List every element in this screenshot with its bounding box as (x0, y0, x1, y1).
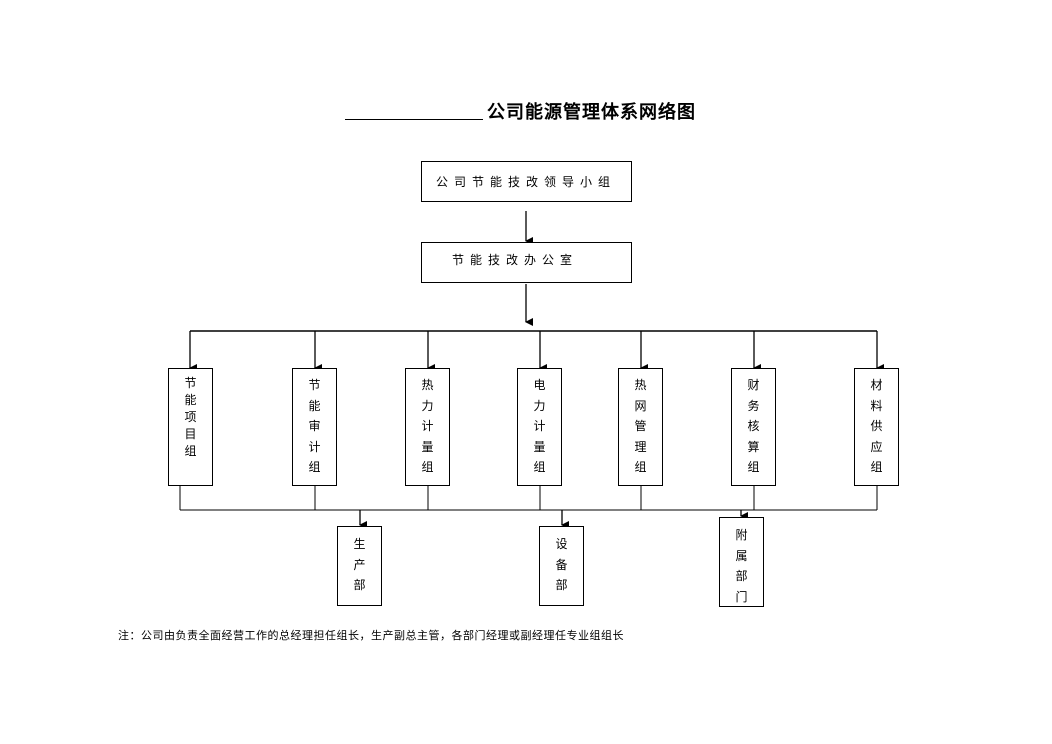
office-box: 节能技改办公室 (421, 242, 632, 283)
group-box-1: 节能项目组 (168, 368, 213, 486)
unit-box-production: 生产部 (337, 526, 382, 606)
unit-label-equipment: 设备部 (555, 537, 568, 592)
footnote: 注：公司由负责全面经营工作的总经理担任组长，生产副总主管，各部门经理或副经理任专… (118, 629, 624, 642)
unit-label-affiliated: 附属部门 (735, 528, 748, 604)
group-label-6: 财务核算组 (747, 378, 760, 474)
group-box-2: 节能审计组 (292, 368, 337, 486)
page-title: 公司能源管理体系网络图 (487, 102, 696, 123)
group-label-2: 节能审计组 (308, 378, 321, 474)
unit-box-equipment: 设备部 (539, 526, 584, 606)
unit-box-affiliated: 附属部门 (719, 517, 764, 607)
group-box-7: 材料供应组 (854, 368, 899, 486)
title-blank-line (345, 119, 483, 120)
group-box-5: 热网管理组 (618, 368, 663, 486)
unit-label-production: 生产部 (353, 537, 366, 592)
group-box-4: 电力计量组 (517, 368, 562, 486)
leadership-box: 公司节能技改领导小组 (421, 161, 632, 202)
group-label-4: 电力计量组 (533, 378, 546, 474)
group-label-3: 热力计量组 (421, 378, 434, 474)
group-label-5: 热网管理组 (634, 378, 647, 474)
office-label: 节能技改办公室 (452, 253, 579, 267)
group-label-7: 材料供应组 (870, 378, 883, 474)
group-label-1: 节能项目组 (184, 376, 197, 458)
leadership-label: 公司节能技改领导小组 (436, 175, 617, 189)
group-box-6: 财务核算组 (731, 368, 776, 486)
group-box-3: 热力计量组 (405, 368, 450, 486)
